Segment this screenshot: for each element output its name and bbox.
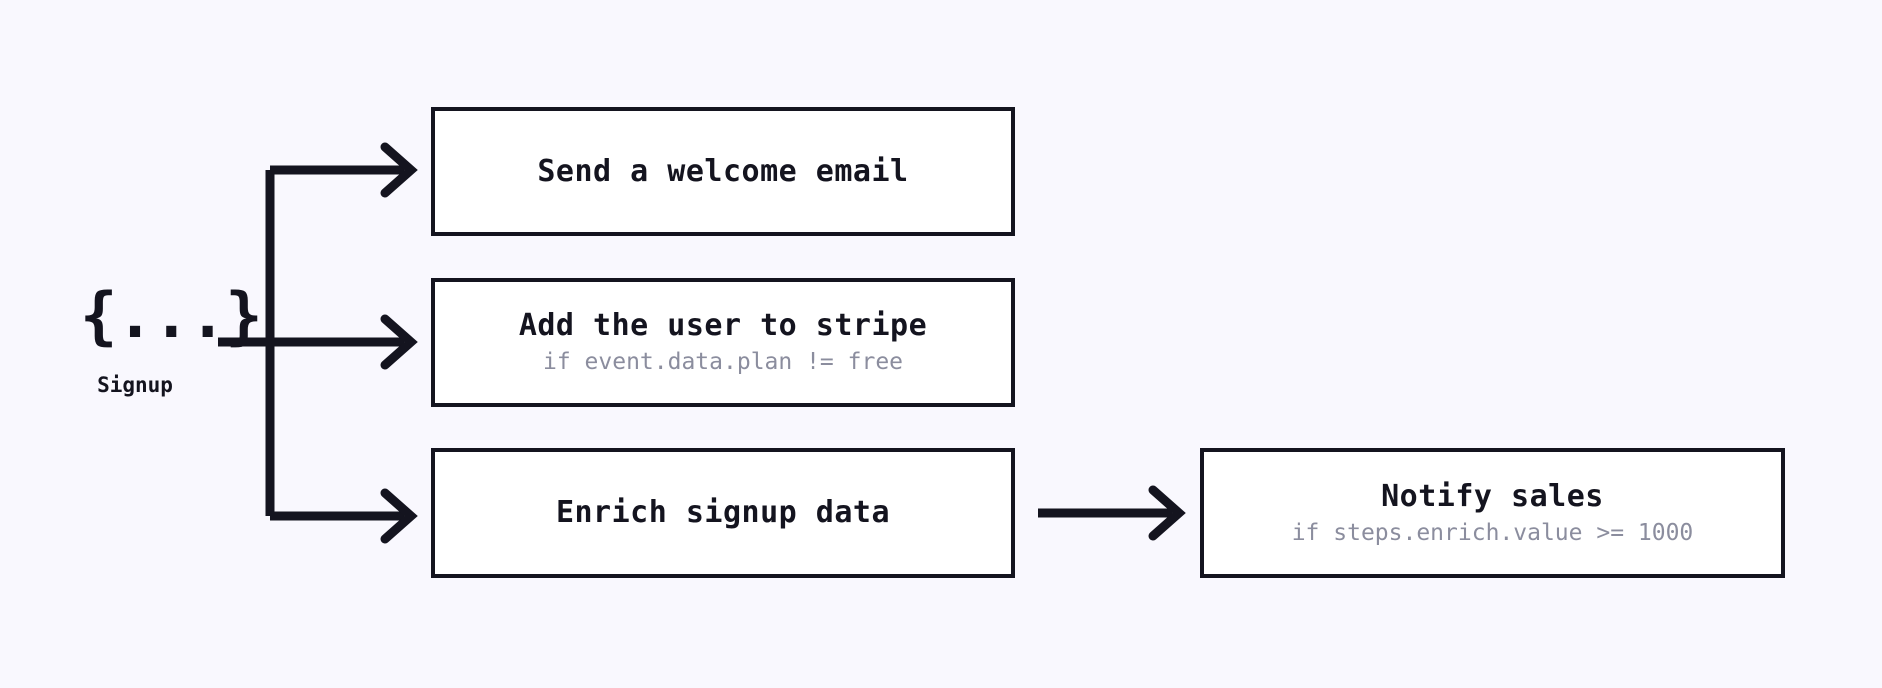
step-condition: if event.data.plan != free	[542, 349, 904, 376]
step-box-notify-sales[interactable]: Notify sales if steps.enrich.value >= 10…	[1200, 448, 1785, 578]
json-event-braces-icon: {...}	[80, 279, 263, 352]
arrowhead-enrich-icon	[380, 488, 418, 544]
step-box-add-the-user-to-stripe[interactable]: Add the user to stripe if event.data.pla…	[431, 278, 1015, 407]
trigger-label: Signup	[97, 373, 173, 397]
step-condition: if steps.enrich.value >= 1000	[1291, 519, 1694, 546]
step-title: Add the user to stripe	[518, 308, 928, 344]
step-title: Enrich signup data	[555, 495, 891, 530]
step-box-enrich-signup-data[interactable]: Enrich signup data	[431, 448, 1015, 578]
step-title: Send a welcome email	[537, 153, 909, 189]
arrowhead-notify-icon	[1148, 485, 1186, 541]
step-box-send-a-welcome-email[interactable]: Send a welcome email	[431, 107, 1015, 236]
arrowhead-welcome-icon	[380, 142, 418, 198]
arrowhead-stripe-icon	[380, 314, 418, 370]
step-title: Notify sales	[1381, 478, 1604, 514]
trigger-node-signup[interactable]: {...} Signup	[80, 279, 263, 398]
